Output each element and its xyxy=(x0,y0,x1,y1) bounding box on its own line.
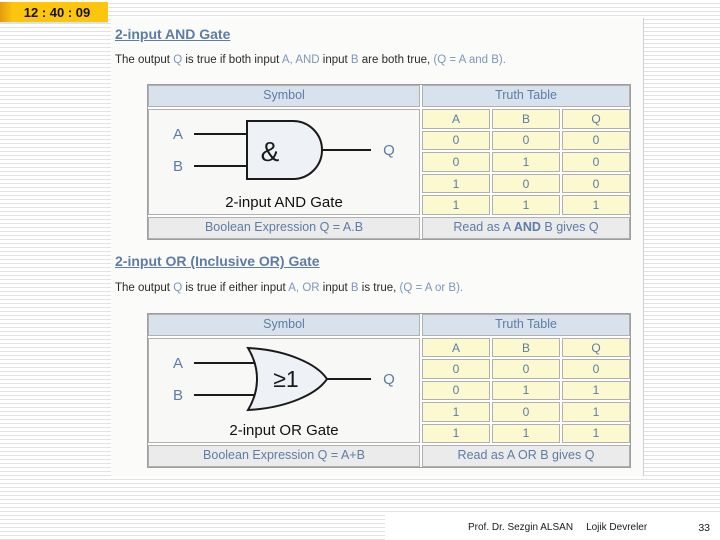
desc-segment: B xyxy=(350,54,359,66)
or-gate-caption: 2-input OR Gate xyxy=(229,422,338,439)
or-gate-symbol-cell: A B Q ≥1 2-input OR Gate xyxy=(148,338,420,443)
content-panel: 2-input AND Gate The output Q is true if… xyxy=(111,18,644,476)
or-boolean-expression: Boolean Expression Q = A+B xyxy=(148,445,420,467)
truth-cell: 0 xyxy=(422,359,490,379)
truth-cell: 1 xyxy=(562,195,630,215)
input-b-label: B xyxy=(173,387,183,404)
or-section-description: The output Q is true if either input A, … xyxy=(115,282,463,294)
truth-cell: 1 xyxy=(562,402,630,422)
desc-segment: (Q = A and B). xyxy=(433,54,506,66)
read-as-segment: B gives Q xyxy=(536,448,595,462)
truth-cell: 1 xyxy=(562,380,630,401)
or-gate-body-label: ≥1 xyxy=(273,366,298,392)
and-gate-shape xyxy=(246,120,323,180)
truth-cell: 1 xyxy=(422,173,490,194)
truth-cell: 1 xyxy=(422,402,490,422)
desc-segment: AND xyxy=(295,54,320,66)
truth-col-header: B xyxy=(492,338,560,358)
and-boolean-expression: Boolean Expression Q = A.B xyxy=(148,217,420,239)
desc-segment: is true, xyxy=(358,282,400,294)
truth-col-header: A xyxy=(422,109,490,129)
desc-segment: Q xyxy=(173,54,183,66)
truth-cell: 0 xyxy=(492,402,560,422)
desc-segment: OR xyxy=(302,282,320,294)
symbol-column-header: Symbol xyxy=(148,314,420,336)
or-gate-table: Symbol Truth Table A B Q ≥1 2-input OR G… xyxy=(147,313,631,468)
read-as-segment: B gives Q xyxy=(540,220,599,234)
read-as-segment: Read as A xyxy=(457,448,519,462)
input-b-label: B xyxy=(173,158,183,175)
truth-cell: 0 xyxy=(562,359,630,379)
truth-cell: 0 xyxy=(492,359,560,379)
truth-cell: 1 xyxy=(492,152,560,172)
desc-segment: input xyxy=(319,282,351,294)
and-gate-table: Symbol Truth Table A B Q & 2-input AND G… xyxy=(147,84,631,240)
slide-footer: Prof. Dr. Sezgin ALSAN Lojik Devreler 33 xyxy=(385,515,720,540)
truth-cell: 0 xyxy=(422,130,490,151)
desc-segment: is true if either input xyxy=(182,282,289,294)
truth-cell: 0 xyxy=(422,380,490,401)
truth-cell: 1 xyxy=(562,423,630,443)
footer-course: Lojik Devreler xyxy=(586,522,648,533)
truth-cell: 0 xyxy=(492,173,560,194)
and-gate-caption: 2-input AND Gate xyxy=(225,194,343,211)
desc-segment: A, xyxy=(281,54,293,66)
or-truth-table: A B Q 0 0 0 0 1 1 1 0 1 1 1 1 xyxy=(422,338,630,443)
or-gate-shape xyxy=(246,346,329,412)
input-a-label: A xyxy=(173,355,183,372)
truth-col-header: B xyxy=(492,109,560,129)
desc-segment: The output xyxy=(115,282,174,294)
truth-col-header: A xyxy=(422,338,490,358)
and-read-as: Read as A AND B gives Q xyxy=(422,217,630,239)
input-a-label: A xyxy=(173,126,183,143)
truth-cell: 0 xyxy=(562,173,630,194)
clock-display: 12 : 40 : 09 xyxy=(0,2,108,24)
truth-cell: 1 xyxy=(422,195,490,215)
desc-segment: B xyxy=(350,282,359,294)
desc-segment: input xyxy=(319,54,351,66)
truth-cell: 0 xyxy=(492,130,560,151)
or-section-title: 2-input OR (Inclusive OR) Gate xyxy=(115,253,320,269)
desc-segment: are both true, xyxy=(358,54,434,66)
truth-col-header: Q xyxy=(562,109,630,129)
desc-segment: Q xyxy=(173,282,183,294)
truth-cell: 1 xyxy=(492,380,560,401)
and-section-title: 2-input AND Gate xyxy=(115,26,231,42)
truth-cell: 1 xyxy=(492,195,560,215)
and-gate-symbol-cell: A B Q & 2-input AND Gate xyxy=(148,109,420,215)
and-section-description: The output Q is true if both input A, AN… xyxy=(115,54,506,66)
desc-segment: is true if both input xyxy=(182,54,282,66)
read-as-operator: AND xyxy=(513,220,541,234)
truth-cell: 0 xyxy=(562,152,630,172)
or-read-as: Read as A OR B gives Q xyxy=(422,445,630,467)
slide-page-number: 33 xyxy=(698,521,710,534)
truth-cell: 1 xyxy=(492,423,560,443)
output-q-label: Q xyxy=(383,142,395,159)
footer-author: Prof. Dr. Sezgin ALSAN xyxy=(468,522,574,533)
desc-segment: A, xyxy=(288,282,300,294)
truth-cell: 0 xyxy=(562,130,630,151)
or-gate-diagram: A B Q ≥1 2-input OR Gate xyxy=(173,346,395,439)
desc-segment: (Q = A or B). xyxy=(399,282,464,294)
read-as-operator: OR xyxy=(518,448,537,462)
and-gate-body-label: & xyxy=(261,136,280,167)
desc-segment: The output xyxy=(115,54,174,66)
truth-cell: 1 xyxy=(422,423,490,443)
truth-col-header: Q xyxy=(562,338,630,358)
and-truth-table: A B Q 0 0 0 0 1 0 1 0 0 1 1 1 xyxy=(422,109,630,215)
truth-cell: 0 xyxy=(422,152,490,172)
read-as-segment: Read as A xyxy=(453,220,514,234)
symbol-column-header: Symbol xyxy=(148,85,420,107)
output-q-label: Q xyxy=(383,371,395,388)
truth-table-column-header: Truth Table xyxy=(422,85,630,107)
truth-table-column-header: Truth Table xyxy=(422,314,630,336)
and-gate-diagram: A B Q & 2-input AND Gate xyxy=(173,120,395,211)
